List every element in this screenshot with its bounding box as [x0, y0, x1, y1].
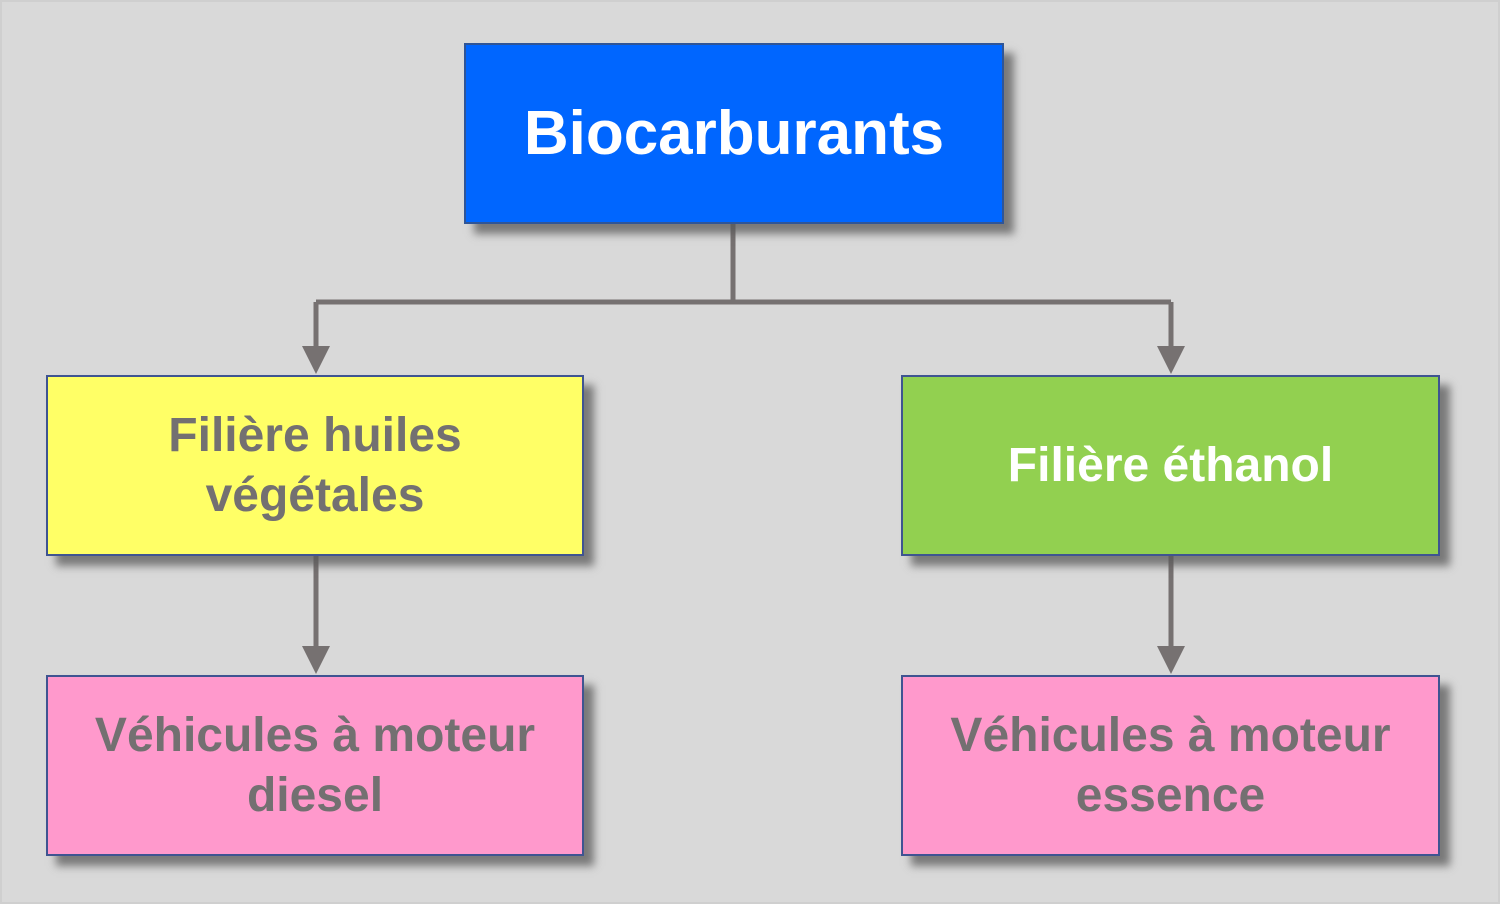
leaf-node-diesel: Véhicules à moteur diesel — [46, 675, 584, 856]
branch-node-ethanol: Filière éthanol — [901, 375, 1440, 556]
root-node-label: Biocarburants — [523, 98, 945, 168]
root-node-biocarburants: Biocarburants — [464, 43, 1004, 224]
branch-node-huiles-vegetales: Filière huiles végétales — [46, 375, 584, 556]
leaf-node-label: Véhicules à moteur essence — [950, 708, 1391, 822]
arrowhead-right-child — [1157, 646, 1185, 674]
leaf-node-essence: Véhicules à moteur essence — [901, 675, 1440, 856]
branch-node-label: Filière éthanol — [1007, 438, 1334, 492]
leaf-node-label: Véhicules à moteur diesel — [94, 708, 536, 822]
arrowhead-left-branch — [302, 346, 330, 374]
arrowhead-right-branch — [1157, 346, 1185, 374]
arrowhead-left-child — [302, 646, 330, 674]
connector-root-to-branches — [313, 224, 1174, 352]
branch-node-label: Filière huiles végétales — [168, 408, 462, 522]
